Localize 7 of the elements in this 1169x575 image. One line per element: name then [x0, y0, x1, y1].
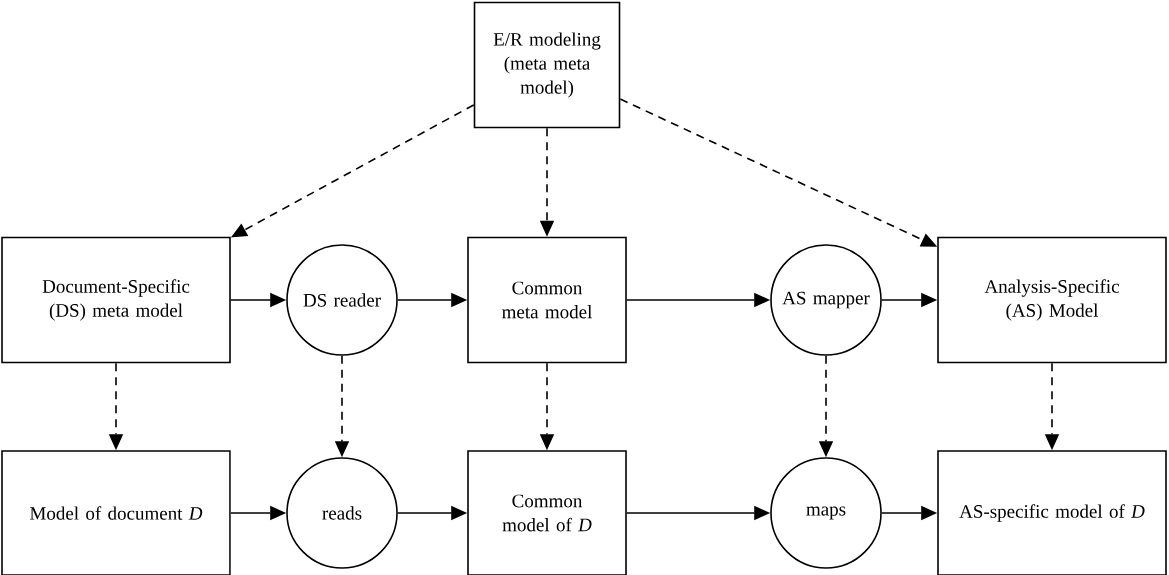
- model-box: AS-specific model of D: [937, 450, 1167, 575]
- model-box: Common model of D: [467, 450, 627, 575]
- model-box: Common meta model: [467, 236, 627, 364]
- model-box: E/R modeling (meta meta model): [473, 1, 621, 129]
- model-box: Analysis-Specific (AS) Model: [937, 236, 1167, 364]
- model-box: Document-Specific (DS) meta model: [1, 236, 231, 364]
- model-box: Model of document D: [1, 450, 231, 575]
